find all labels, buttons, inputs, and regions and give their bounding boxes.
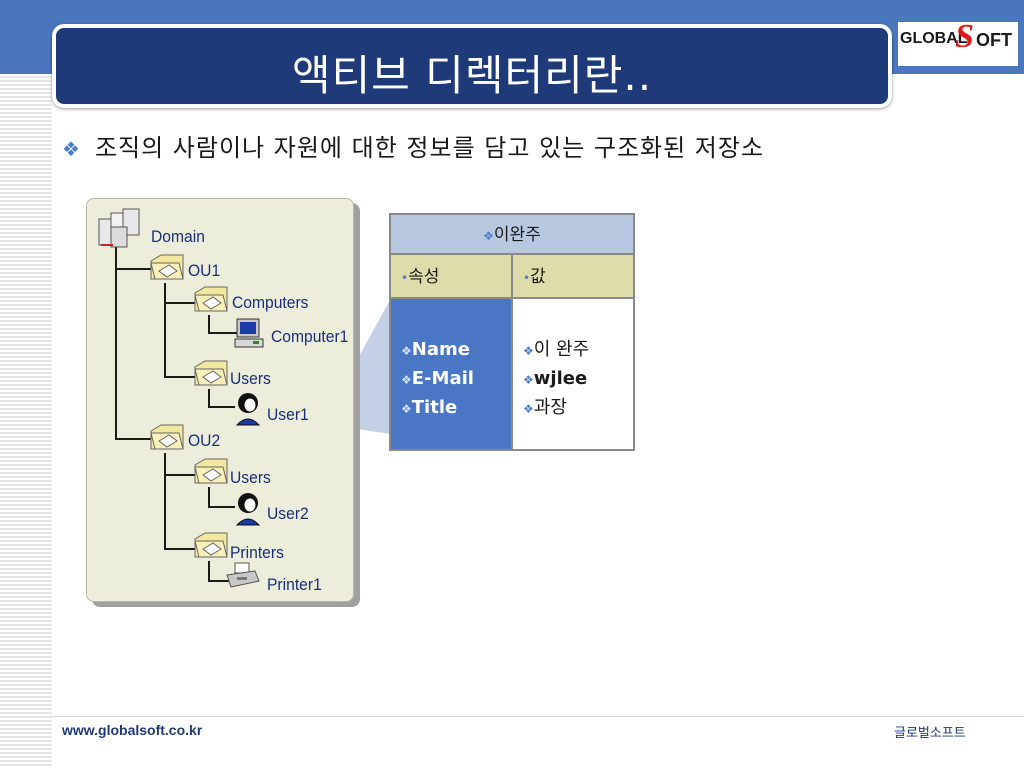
- diamond-bullet-icon: ❖: [483, 229, 494, 243]
- table-header: ❖이완주: [391, 215, 633, 255]
- diamond-bullet-icon: ❖: [523, 344, 534, 358]
- value-row: ❖wjlee: [513, 364, 633, 393]
- tree-connector-lines: [115, 247, 237, 582]
- table-header-text: 이완주: [493, 225, 541, 245]
- tree-label-user1[interactable]: User1: [267, 405, 309, 424]
- tree-label-users-ou2[interactable]: Users: [230, 468, 271, 487]
- attribute-value: wjlee: [533, 368, 588, 389]
- dot-bullet-icon: •: [523, 271, 531, 285]
- diamond-bullet-icon: ❖: [401, 373, 412, 387]
- attribute-table: ❖이완주 •속성 •값 ❖Name ❖E-Mail ❖Title ❖이 완주 ❖…: [389, 213, 635, 451]
- attribute-value: 과장: [533, 397, 567, 418]
- footer-company: 글로벌소프트: [894, 726, 966, 741]
- attribute-name: Title: [411, 397, 458, 418]
- attribute-row: ❖Title: [391, 393, 511, 422]
- logo-part-oft: OFT: [976, 30, 1012, 50]
- diamond-bullet-icon: ❖: [62, 137, 81, 161]
- attribute-row: ❖E-Mail: [391, 364, 511, 393]
- bullet-line: ❖ 조직의 사람이나 자원에 대한 정보를 담고 있는 구조화된 저장소: [62, 128, 764, 163]
- attribute-row: ❖Name: [391, 335, 511, 364]
- diamond-bullet-icon: ❖: [523, 373, 534, 387]
- tree-label-users-ou1[interactable]: Users: [230, 369, 271, 388]
- tree-label-printer1[interactable]: Printer1: [267, 575, 322, 594]
- tree-label-ou2[interactable]: OU2: [188, 431, 221, 450]
- logo-part-global: GLOBAL: [900, 30, 968, 47]
- tree-label-user2[interactable]: User2: [267, 504, 309, 523]
- folder-icon: [194, 532, 228, 558]
- dot-bullet-icon: •: [401, 271, 409, 285]
- column-header-attribute-text: 속성: [408, 267, 440, 287]
- diamond-bullet-icon: ❖: [401, 344, 412, 358]
- folder-icon: [150, 424, 184, 450]
- user-icon: [235, 493, 261, 526]
- left-stripes: [0, 74, 52, 768]
- computer-icon: [234, 318, 264, 348]
- value-row: ❖과장: [513, 393, 633, 422]
- slide-title: 액티브 디렉터리란..: [291, 51, 653, 100]
- diamond-bullet-icon: ❖: [523, 402, 534, 416]
- domain-servers-icon: [98, 208, 140, 248]
- tree-label-printers[interactable]: Printers: [230, 543, 284, 562]
- printer-icon: [226, 562, 260, 588]
- folder-icon: [150, 254, 184, 280]
- column-header-value: •값: [513, 255, 633, 299]
- footer-url[interactable]: www.globalsoft.co.kr: [62, 722, 203, 738]
- value-row: ❖이 완주: [513, 335, 633, 364]
- bullet-text: 조직의 사람이나 자원에 대한 정보를 담고 있는 구조화된 저장소: [94, 134, 765, 162]
- title-bar: 액티브 디렉터리란..: [52, 24, 892, 108]
- attribute-name: E-Mail: [411, 368, 474, 389]
- ad-tree-panel: Domain OU1 Computers Computer1 Users Use…: [86, 198, 354, 602]
- diamond-bullet-icon: ❖: [401, 402, 412, 416]
- tree-label-computers[interactable]: Computers: [232, 293, 309, 312]
- folder-icon: [194, 458, 228, 484]
- attribute-value: 이 완주: [533, 339, 590, 360]
- tree-label-ou1[interactable]: OU1: [188, 261, 221, 280]
- logo-part-s: S: [955, 18, 974, 55]
- attribute-name: Name: [411, 339, 470, 360]
- column-header-value-text: 값: [530, 267, 546, 287]
- folder-icon: [194, 286, 228, 312]
- footer-divider: [52, 716, 1024, 717]
- attribute-name-column: ❖Name ❖E-Mail ❖Title: [391, 299, 513, 449]
- company-logo: GLOBAL S OFT: [898, 18, 1018, 66]
- attribute-value-column: ❖이 완주 ❖wjlee ❖과장: [513, 299, 633, 449]
- user-icon: [235, 393, 261, 426]
- tree-label-domain[interactable]: Domain: [151, 227, 205, 246]
- folder-icon: [194, 360, 228, 386]
- column-header-attribute: •속성: [391, 255, 513, 299]
- tree-label-computer1[interactable]: Computer1: [271, 327, 349, 346]
